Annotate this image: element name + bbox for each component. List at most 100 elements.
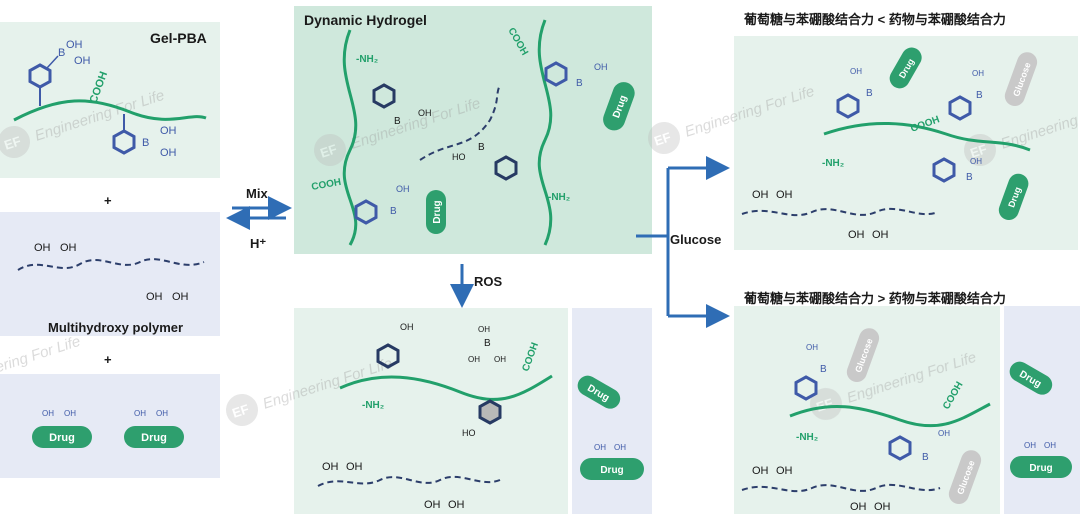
svg-text:OH: OH [614, 443, 626, 452]
glucose-pill: Glucose [948, 450, 982, 505]
svg-text:Drug: Drug [1029, 463, 1052, 474]
svg-text:OH: OH [1044, 441, 1056, 450]
oh-label: OH [872, 229, 889, 241]
benzene-ring [932, 157, 956, 183]
nh2-label: -NH₂ [362, 400, 384, 411]
svg-text:OH: OH [156, 409, 168, 418]
watermark-4: Engineering For Life [0, 333, 82, 391]
hydrogel-title: Dynamic Hydrogel [304, 12, 427, 28]
h-plus-label: H⁺ [250, 236, 267, 251]
oh-label: OH [776, 465, 793, 477]
benzene-ring [354, 199, 378, 225]
oh-label: OH [74, 55, 91, 67]
oh-label: OH [972, 69, 984, 78]
svg-text:COOH: COOH [941, 380, 966, 411]
ho-label: HO [452, 152, 466, 162]
svg-text:COOH: COOH [311, 177, 342, 193]
oh-label: OH [396, 184, 410, 194]
phenol-ring [478, 399, 502, 425]
oh-label: OH [346, 461, 363, 473]
svg-text:OH: OH [42, 409, 54, 418]
plus-sign-1: + [104, 193, 112, 208]
hydrogel-chain-right [537, 19, 553, 246]
drug-pill: Drug OH OH [1010, 441, 1072, 478]
boron-label: B [390, 206, 397, 217]
benzene-ring [794, 375, 818, 401]
svg-text:OH: OH [1024, 441, 1036, 450]
boron-label: B [58, 47, 65, 59]
boron-label: B [478, 142, 485, 153]
benzene-ring [494, 155, 518, 181]
ho-label: HO [462, 428, 476, 438]
oh-label: OH [322, 461, 339, 473]
watermark-1: EF Engineering For Life [0, 87, 166, 158]
oh-label: OH [418, 108, 432, 118]
svg-text:OH: OH [64, 409, 76, 418]
polymer-title: Multihydroxy polymer [48, 320, 184, 335]
cooh-group: COOH [88, 70, 111, 105]
svg-text:Drug: Drug [141, 432, 167, 444]
cooh-group: COOH [941, 380, 966, 411]
benzene-ring [112, 114, 136, 155]
nh2-label: -NH₂ [822, 158, 844, 169]
gel-backbone [13, 99, 207, 122]
boron-label: B [484, 338, 491, 349]
svg-text:Drug: Drug [600, 465, 623, 476]
svg-text:EF: EF [652, 129, 672, 148]
glucose-pill: Glucose [1004, 52, 1038, 107]
oh-label: OH [34, 242, 51, 254]
oh-label: OH [850, 501, 867, 513]
svg-text:EF: EF [2, 133, 22, 152]
ros-backbone [339, 374, 553, 401]
svg-text:OH: OH [134, 409, 146, 418]
benzene-ring [372, 83, 396, 109]
oh-label: OH [594, 62, 608, 72]
svg-text:COOH: COOH [505, 26, 530, 57]
boron-label: B [966, 172, 973, 183]
benzene-ring [888, 435, 912, 461]
oh-label: OH [400, 322, 414, 332]
glucose-pill: Glucose [846, 328, 880, 383]
polymer-panel [0, 212, 220, 336]
drug-panel-left [0, 374, 220, 478]
svg-text:OH: OH [594, 443, 606, 452]
drug-pill: Drug OH OH [32, 409, 92, 448]
drug-pill: Drug OH OH [124, 409, 184, 448]
gel-pba-panel [0, 22, 220, 178]
cooh-group: COOH [520, 341, 541, 373]
phenol-ring [376, 343, 400, 369]
drug-pill: Drug [998, 173, 1029, 221]
oh-label: OH [160, 125, 177, 137]
oh-label: OH [806, 343, 818, 352]
gel-pba-title: Gel-PBA [150, 30, 207, 46]
nh2-label: -NH₂ [356, 54, 378, 65]
nh2-label: -NH₂ [796, 432, 818, 443]
oh-label: OH [494, 355, 506, 364]
svg-text:EF: EF [814, 395, 834, 414]
ros-product-panel [294, 308, 568, 514]
lower-right-drug-panel [1004, 306, 1080, 514]
ros-polymer-chain [317, 475, 501, 487]
svg-text:Engineering For Life: Engineering For Life [0, 333, 82, 391]
svg-text:Engineering For Life: Engineering For Life [683, 83, 817, 141]
mix-label: Mix [246, 186, 268, 201]
oh-label: OH [468, 355, 480, 364]
boron-label: B [142, 137, 149, 149]
plus-sign-2: + [104, 352, 112, 367]
oh-label: OH [172, 291, 189, 303]
oh-label: OH [970, 157, 982, 166]
ros-label: ROS [474, 274, 503, 289]
boron-label: B [922, 452, 929, 463]
drug-pill: Drug [577, 375, 621, 409]
svg-text:Engineering For Life: Engineering For Life [349, 95, 483, 153]
svg-text:EF: EF [230, 401, 250, 420]
svg-text:COOH: COOH [88, 70, 111, 105]
upper-backbone [823, 122, 1031, 152]
polymer-chain [17, 258, 205, 271]
drug-pill: Drug [426, 190, 446, 234]
oh-label: OH [776, 189, 793, 201]
lower-polymer-chain [741, 483, 941, 493]
lower-right-title: 葡萄糖与苯硼酸结合力 > 药物与苯硼酸结合力 [744, 291, 1006, 306]
benzene-ring [28, 55, 59, 106]
